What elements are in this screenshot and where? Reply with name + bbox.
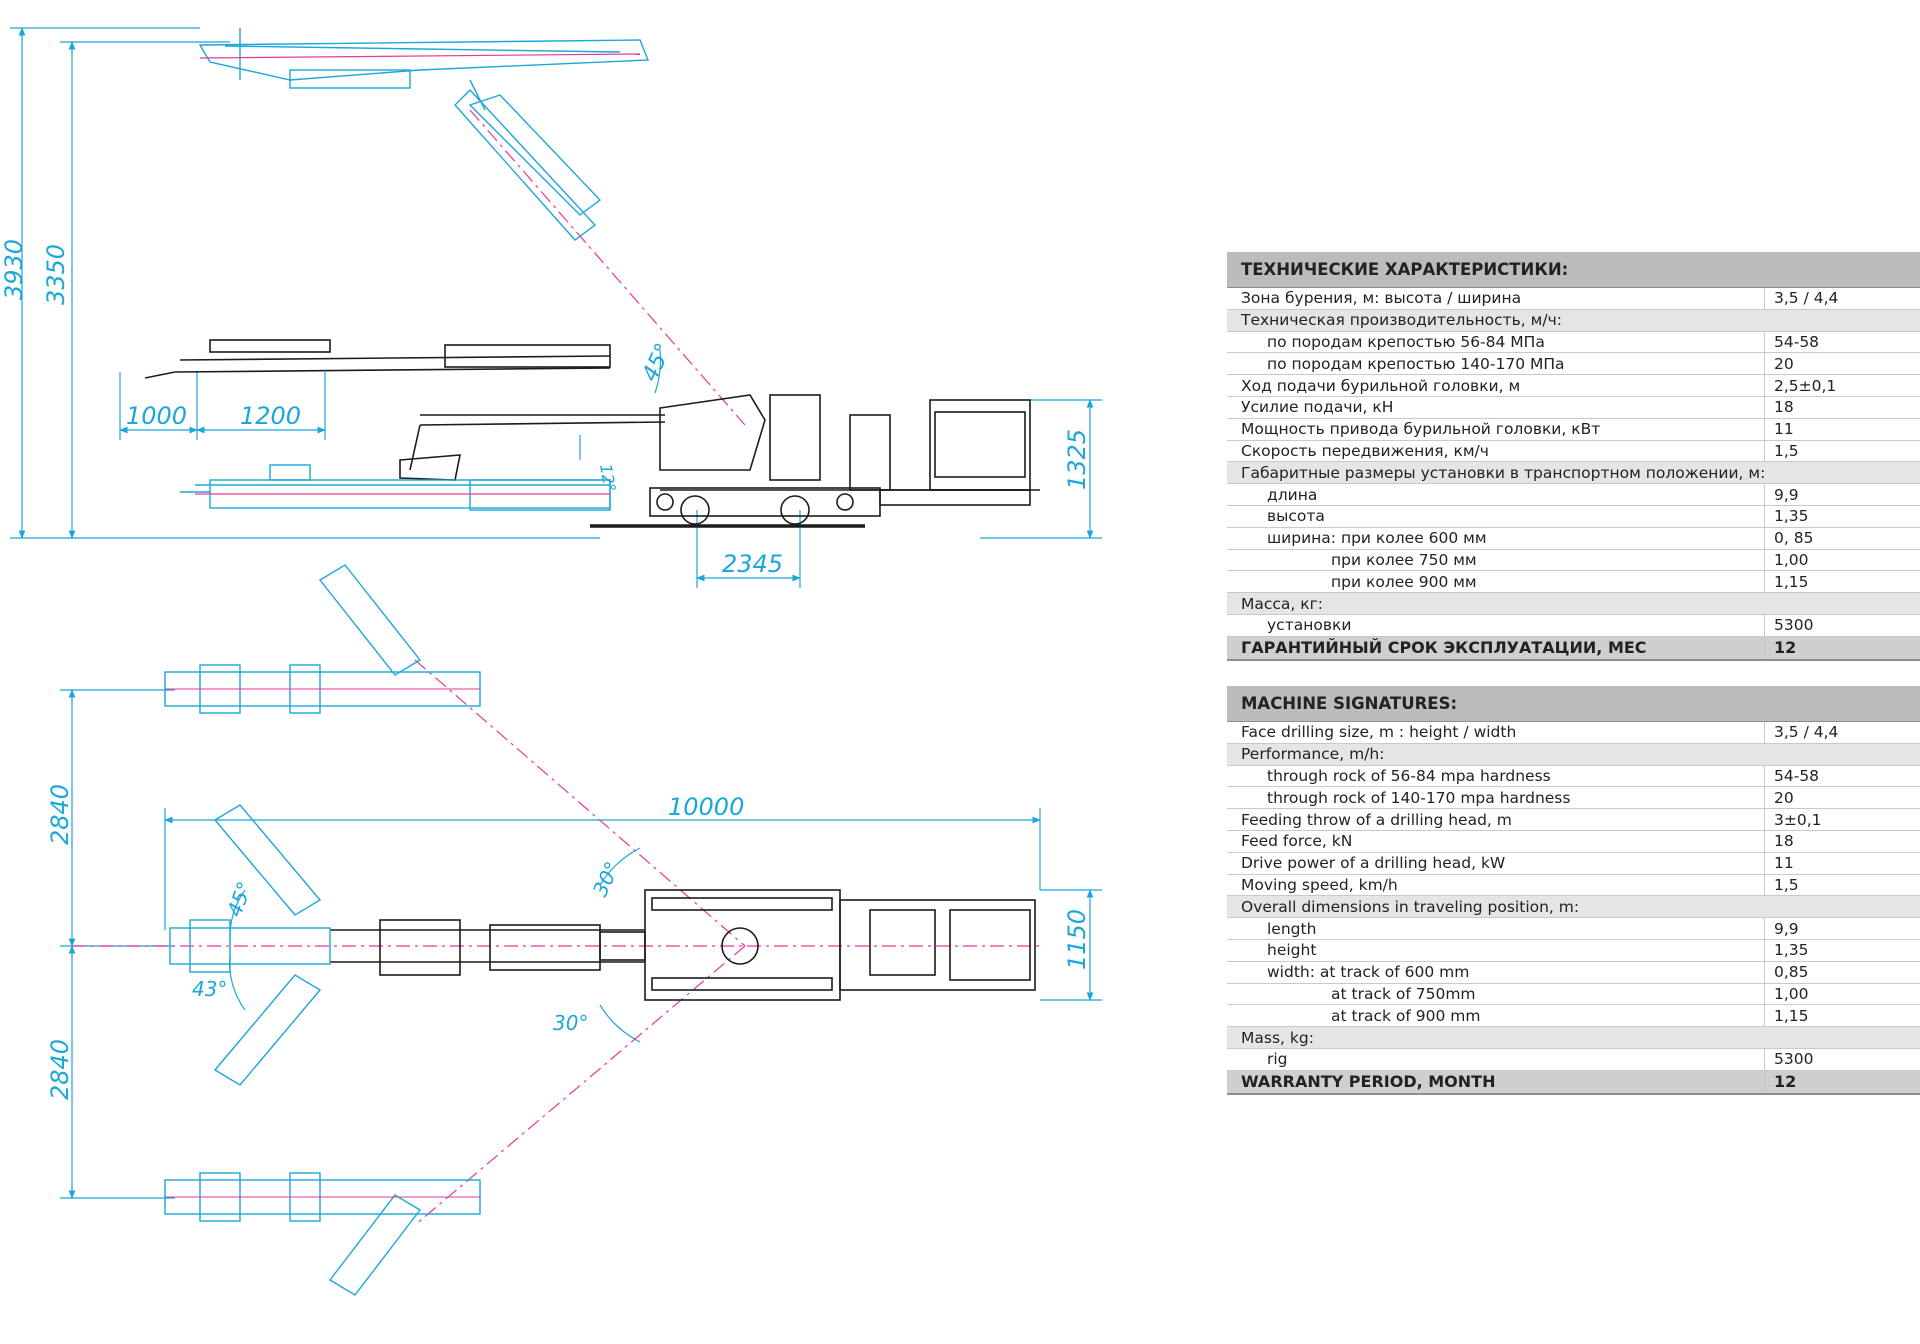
spec-table-en: MACHINE SIGNATURES: Face drilling size, … — [1227, 686, 1920, 1095]
dim-2345: 2345 — [722, 550, 783, 578]
spec-en-value: 3,5 / 4,4 — [1764, 721, 1920, 744]
spec-en-value: 3±0,1 — [1764, 808, 1920, 831]
spec-ru-label: по породам крепостью 56-84 МПа — [1227, 331, 1765, 354]
spec-en-label: Drive power of a drilling head, kW — [1227, 852, 1765, 875]
spec-en-label: rig — [1227, 1048, 1765, 1071]
spec-ru-value: 5300 — [1764, 614, 1920, 637]
top-view: 2840 2840 1150 10000 30° 45° 43° 30° — [46, 564, 1102, 1296]
spec-ru-value: 11 — [1764, 418, 1920, 441]
spec-ru-label: Ход подачи бурильной головки, м — [1227, 374, 1765, 397]
spec-ru-label: по породам крепостью 140-170 МПа — [1227, 352, 1765, 376]
dim-2840-lower: 2840 — [46, 1039, 74, 1100]
spec-ru-value: 1,00 — [1764, 549, 1920, 572]
spec-en-label: width: at track of 600 mm — [1227, 961, 1765, 984]
spec-en-value: 11 — [1764, 852, 1920, 875]
dim-1150: 1150 — [1063, 909, 1091, 970]
spec-en-label: length — [1227, 917, 1765, 940]
spec-ru-value: 3,5 / 4,4 — [1764, 287, 1920, 310]
angle-45-side: 45° — [638, 340, 677, 386]
spec-en-value: 1,5 — [1764, 874, 1920, 897]
spec-ru-value: 0, 85 — [1764, 527, 1920, 550]
spec-ru-value: 18 — [1764, 396, 1920, 419]
spec-en-label: at track of 900 mm — [1227, 1004, 1765, 1028]
spec-en-group: Overall dimensions in traveling position… — [1227, 895, 1920, 919]
spec-ru-label: Усилие подачи, кН — [1227, 396, 1765, 419]
spec-ru-label: высота — [1227, 505, 1765, 528]
spec-en-label: through rock of 56-84 mpa hardness — [1227, 765, 1765, 788]
angle-30-upper: 30° — [588, 858, 625, 900]
spec-en-label: Face drilling size, m : height / width — [1227, 721, 1765, 744]
dim-3350: 3350 — [42, 244, 70, 305]
spec-en-label: Moving speed, km/h — [1227, 874, 1765, 897]
spec-en-value: 0,85 — [1764, 961, 1920, 984]
spec-en-value: 1,35 — [1764, 939, 1920, 962]
spec-en-value: 5300 — [1764, 1048, 1920, 1071]
spec-en-group: Mass, kg: — [1227, 1026, 1920, 1049]
spec-ru-value: 1,5 — [1764, 440, 1920, 463]
spec-ru-warranty-label: ГАРАНТИЙНЫЙ СРОК ЭКСПЛУАТАЦИИ, МЕС — [1227, 636, 1765, 661]
spec-ru-label: Скорость передвижения, км/ч — [1227, 440, 1765, 463]
angle-30-lower: 30° — [553, 1011, 588, 1035]
spec-ru-value: 54-58 — [1764, 331, 1920, 354]
angle-12-side: 12° — [596, 462, 620, 493]
spec-ru-label: ширина: при колее 600 мм — [1227, 527, 1765, 550]
spec-ru-title: ТЕХНИЧЕСКИЕ ХАРАКТЕРИСТИКИ: — [1227, 252, 1920, 288]
spec-ru-label: установки — [1227, 614, 1765, 637]
dim-1200: 1200 — [240, 402, 301, 430]
spec-ru-group: Габаритные размеры установки в транспорт… — [1227, 461, 1920, 485]
spec-en-value: 20 — [1764, 786, 1920, 810]
spec-en-value: 9,9 — [1764, 917, 1920, 940]
angle-45-top: 45° — [222, 878, 257, 920]
spec-ru-value: 9,9 — [1764, 483, 1920, 506]
spec-ru-group: Техническая производительность, м/ч: — [1227, 309, 1920, 332]
spec-en-value: 54-58 — [1764, 765, 1920, 788]
dim-3930: 3930 — [0, 239, 28, 300]
spec-ru-label: при колее 900 мм — [1227, 570, 1765, 594]
spec-en-label: at track of 750mm — [1227, 983, 1765, 1006]
angle-43-top: 43° — [192, 977, 227, 1001]
spec-ru-value: 20 — [1764, 352, 1920, 376]
spec-ru-label: Мощность привода бурильной головки, кВт — [1227, 418, 1765, 441]
spec-en-title: MACHINE SIGNATURES: — [1227, 686, 1920, 722]
spec-ru-label: Зона бурения, м: высота / ширина — [1227, 287, 1765, 310]
side-view: 3930 3350 1325 1000 1200 2345 45° 12° — [0, 27, 1102, 588]
spec-ru-label: при колее 750 мм — [1227, 549, 1765, 572]
dim-1325: 1325 — [1063, 429, 1091, 490]
spec-en-label: through rock of 140-170 mpa hardness — [1227, 786, 1765, 810]
spec-ru-value: 1,15 — [1764, 570, 1920, 594]
spec-en-warranty-value: 12 — [1764, 1070, 1920, 1095]
dim-1000: 1000 — [126, 402, 187, 430]
spec-en-warranty-label: WARRANTY PERIOD, MONTH — [1227, 1070, 1765, 1095]
dim-10000: 10000 — [668, 793, 744, 821]
spec-en-value: 1,15 — [1764, 1004, 1920, 1028]
spec-en-group: Performance, m/h: — [1227, 743, 1920, 766]
spec-en-label: height — [1227, 939, 1765, 962]
spec-en-label: Feeding throw of a drilling head, m — [1227, 808, 1765, 831]
dim-2840-upper: 2840 — [46, 784, 74, 845]
spec-ru-value: 1,35 — [1764, 505, 1920, 528]
spec-ru-value: 2,5±0,1 — [1764, 374, 1920, 397]
spec-en-label: Feed force, kN — [1227, 830, 1765, 853]
spec-en-value: 1,00 — [1764, 983, 1920, 1006]
spec-table-ru: ТЕХНИЧЕСКИЕ ХАРАКТЕРИСТИКИ: Зона бурения… — [1227, 252, 1920, 661]
spec-ru-warranty-value: 12 — [1764, 636, 1920, 661]
spec-ru-label: длина — [1227, 483, 1765, 506]
spec-ru-group: Масса, кг: — [1227, 592, 1920, 615]
spec-en-value: 18 — [1764, 830, 1920, 853]
